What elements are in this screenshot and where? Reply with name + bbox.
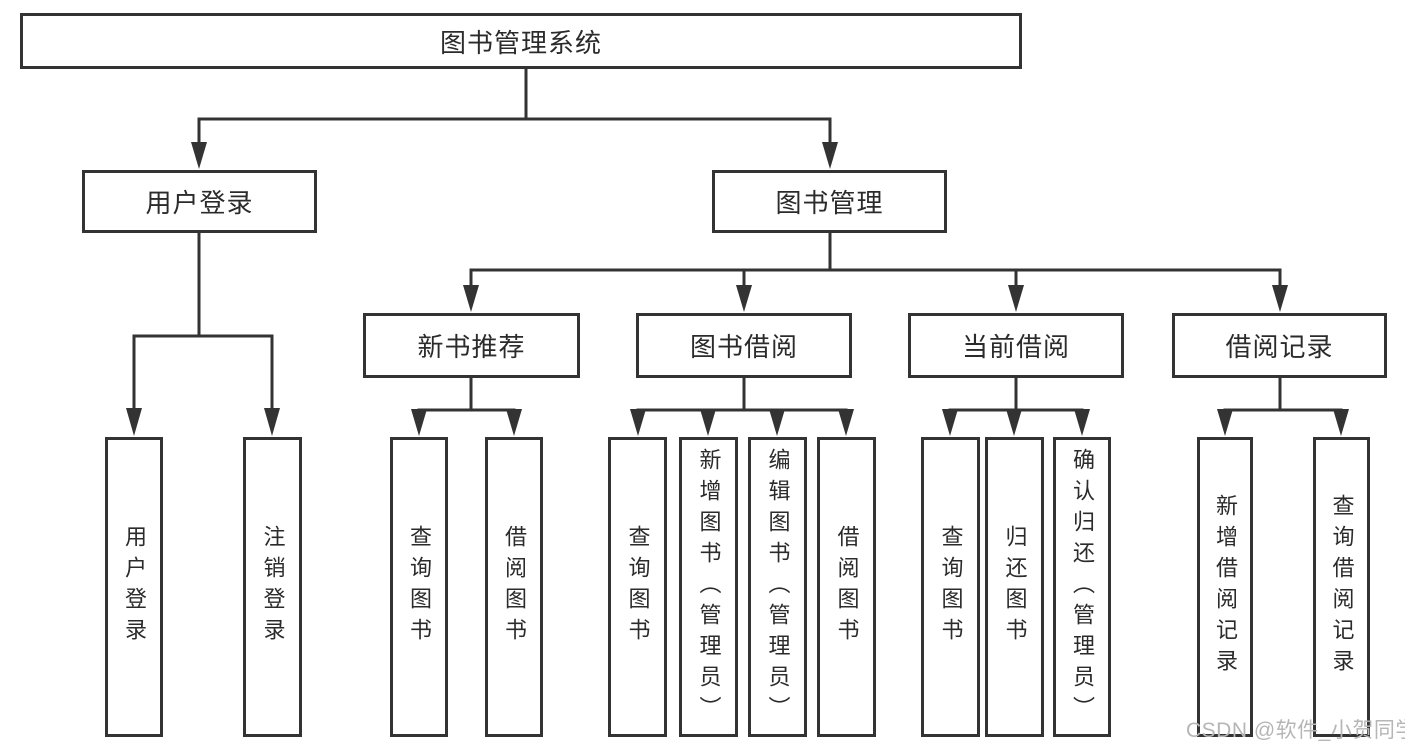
leaf-borrow-book-recommend-label: 借阅图书	[502, 525, 527, 649]
leaf-user-login: 用户登录	[105, 437, 163, 737]
leaf-edit-book-admin: 编辑图书（管理员）	[748, 437, 807, 737]
node-root-label: 图书管理系统	[439, 27, 602, 58]
leaf-logout-label: 注销登录	[260, 525, 286, 649]
leaf-query-book-recommend: 查询图书	[390, 437, 448, 737]
node-current-borrow-label: 当前借阅	[961, 332, 1070, 362]
leaf-return-book-label: 归还图书	[1002, 525, 1028, 649]
node-book-management-label: 图书管理	[775, 188, 884, 218]
node-borrow-records-label: 借阅记录	[1225, 332, 1334, 362]
leaf-query-borrow-record-label: 查询借阅记录	[1329, 494, 1355, 680]
leaf-confirm-return-admin: 确认归还（管理员）	[1053, 437, 1111, 737]
leaf-query-book-borrow: 查询图书	[608, 437, 667, 737]
leaf-borrow-book: 借阅图书	[817, 437, 876, 737]
node-new-book-recommend: 新书推荐	[363, 313, 580, 378]
leaf-user-login-label: 用户登录	[122, 525, 147, 649]
node-user-login-label: 用户登录	[145, 188, 254, 218]
node-book-borrow: 图书借阅	[636, 313, 852, 378]
csdn-watermark: CSDN @软件_小贺同学	[1186, 719, 1405, 742]
leaf-query-book-borrow-label: 查询图书	[625, 525, 651, 649]
leaf-query-borrow-record: 查询借阅记录	[1313, 437, 1370, 737]
arrowhead-group	[126, 142, 1349, 436]
leaf-query-book-current-label: 查询图书	[938, 525, 964, 649]
leaf-confirm-return-admin-label: 确认归还（管理员）	[1070, 447, 1095, 727]
leaf-add-borrow-record-label: 新增借阅记录	[1213, 494, 1238, 680]
leaf-borrow-book-recommend: 借阅图书	[485, 437, 543, 737]
node-current-borrow: 当前借阅	[908, 313, 1124, 378]
leaf-add-borrow-record: 新增借阅记录	[1197, 437, 1253, 737]
node-user-login: 用户登录	[82, 170, 317, 233]
node-book-borrow-label: 图书借阅	[689, 332, 798, 362]
leaf-query-book-recommend-label: 查询图书	[407, 525, 432, 649]
leaf-logout: 注销登录	[243, 437, 302, 737]
node-root-system: 图书管理系统	[20, 13, 1022, 69]
node-book-management: 图书管理	[712, 170, 947, 233]
leaf-edit-book-admin-label: 编辑图书（管理员）	[765, 447, 791, 727]
leaf-add-book-admin-label: 新增图书（管理员）	[696, 447, 722, 727]
leaf-add-book-admin: 新增图书（管理员）	[679, 437, 738, 737]
leaf-query-book-current: 查询图书	[921, 437, 980, 737]
node-borrow-records: 借阅记录	[1172, 313, 1387, 378]
node-new-book-recommend-label: 新书推荐	[417, 332, 526, 362]
leaf-return-book: 归还图书	[985, 437, 1044, 737]
leaf-borrow-book-label: 借阅图书	[834, 525, 860, 649]
